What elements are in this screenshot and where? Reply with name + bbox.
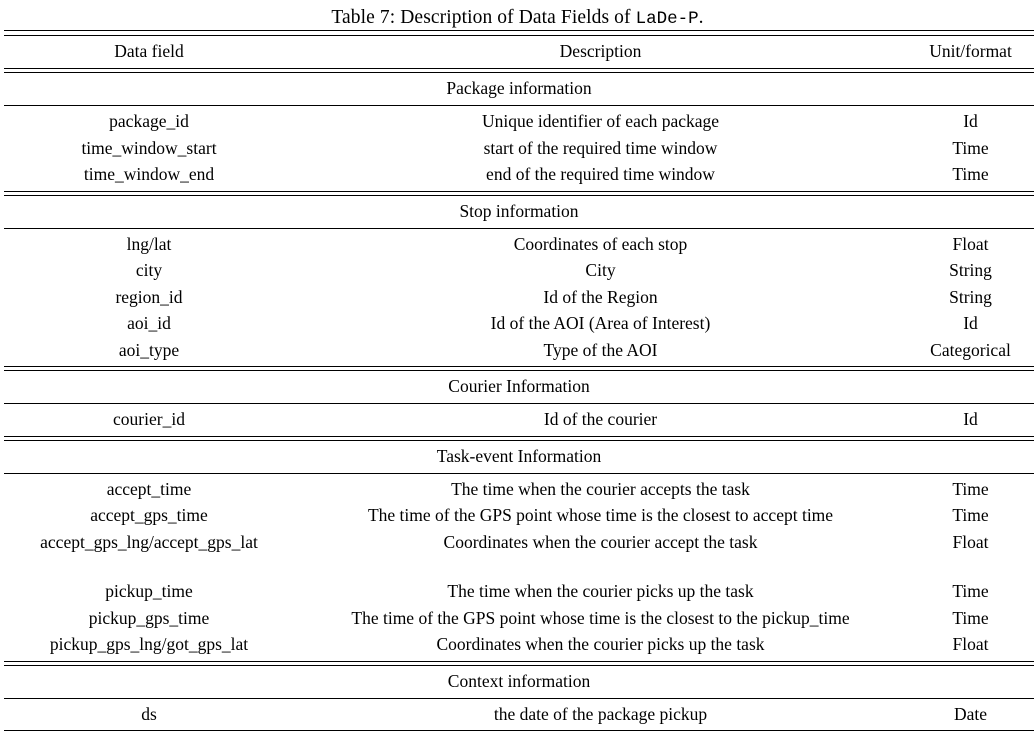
cell-unit-format: Float [907, 229, 1034, 259]
cell-unit-format: Float [907, 530, 1034, 557]
table-caption: Table 7: Description of Data Fields of L… [0, 0, 1035, 30]
cell-description: The time of the GPS point whose time is … [294, 503, 907, 530]
cell-description: the date of the package pickup [294, 699, 907, 731]
cell-data-field: pickup_gps_lng/got_gps_lat [4, 632, 294, 661]
column-header-description: Description [294, 36, 907, 69]
cell-data-field: time_window_start [4, 136, 294, 163]
caption-dataset-name: LaDe-P [636, 9, 699, 29]
cell-data-field: time_window_end [4, 162, 294, 191]
section-title: Package information [4, 73, 1034, 106]
cell-description: Coordinates when the courier accept the … [294, 530, 907, 557]
section-title: Context information [4, 665, 1034, 698]
section-title: Task-event Information [4, 440, 1034, 473]
column-header-unit-format: Unit/format [907, 36, 1034, 69]
section-header-row: Stop information [4, 195, 1034, 228]
cell-unit-format: Time [907, 136, 1034, 163]
table-page: Table 7: Description of Data Fields of L… [0, 0, 1035, 707]
cell-description: end of the required time window [294, 162, 907, 191]
cell-data-field: aoi_id [4, 311, 294, 338]
cell-data-field: aoi_type [4, 338, 294, 367]
cell-description: Type of the AOI [294, 338, 907, 367]
cell-description: City [294, 258, 907, 285]
cell-description: Coordinates when the courier picks up th… [294, 632, 907, 661]
cell-description: Id of the courier [294, 404, 907, 436]
cell-data-field: pickup_time [4, 579, 294, 606]
cell-description: Coordinates of each stop [294, 229, 907, 259]
cell-unit-format: Date [907, 699, 1034, 731]
spacer-row [4, 556, 1034, 579]
cell-unit-format: Time [907, 579, 1034, 606]
cell-data-field: accept_time [4, 474, 294, 504]
cell-data-field: accept_gps_lng/accept_gps_lat [4, 530, 294, 557]
section-header-row: Context information [4, 665, 1034, 698]
cell-unit-format: Id [907, 311, 1034, 338]
cell-unit-format: String [907, 285, 1034, 312]
cell-unit-format: Float [907, 632, 1034, 661]
cell-data-field: courier_id [4, 404, 294, 436]
cell-data-field: city [4, 258, 294, 285]
cell-data-field: region_id [4, 285, 294, 312]
caption-suffix: . [699, 7, 704, 28]
cell-unit-format: Time [907, 474, 1034, 504]
cell-data-field: accept_gps_time [4, 503, 294, 530]
cell-unit-format: Id [907, 404, 1034, 436]
spacer-cell [4, 556, 1034, 579]
cell-description: The time of the GPS point whose time is … [294, 606, 907, 633]
column-header-data-field: Data field [4, 36, 294, 69]
cell-unit-format: String [907, 258, 1034, 285]
caption-prefix: Table 7: Description of Data Fields of [331, 7, 635, 28]
cell-data-field: ds [4, 699, 294, 731]
section-title: Stop information [4, 195, 1034, 228]
cell-description: Unique identifier of each package [294, 106, 907, 136]
section-title: Courier Information [4, 371, 1034, 404]
cell-data-field: lng/lat [4, 229, 294, 259]
cell-unit-format: Time [907, 503, 1034, 530]
section-header-row: Task-event Information [4, 440, 1034, 473]
cell-unit-format: Id [907, 106, 1034, 136]
cell-unit-format: Time [907, 606, 1034, 633]
cell-description: Id of the AOI (Area of Interest) [294, 311, 907, 338]
cell-data-field: pickup_gps_time [4, 606, 294, 633]
cell-description: The time when the courier accepts the ta… [294, 474, 907, 504]
cell-description: Id of the Region [294, 285, 907, 312]
section-header-row: Courier Information [4, 371, 1034, 404]
cell-unit-format: Time [907, 162, 1034, 191]
cell-unit-format: Categorical [907, 338, 1034, 367]
section-header-row: Package information [4, 73, 1034, 106]
cell-description: The time when the courier picks up the t… [294, 579, 907, 606]
cell-data-field: package_id [4, 106, 294, 136]
cell-description: start of the required time window [294, 136, 907, 163]
